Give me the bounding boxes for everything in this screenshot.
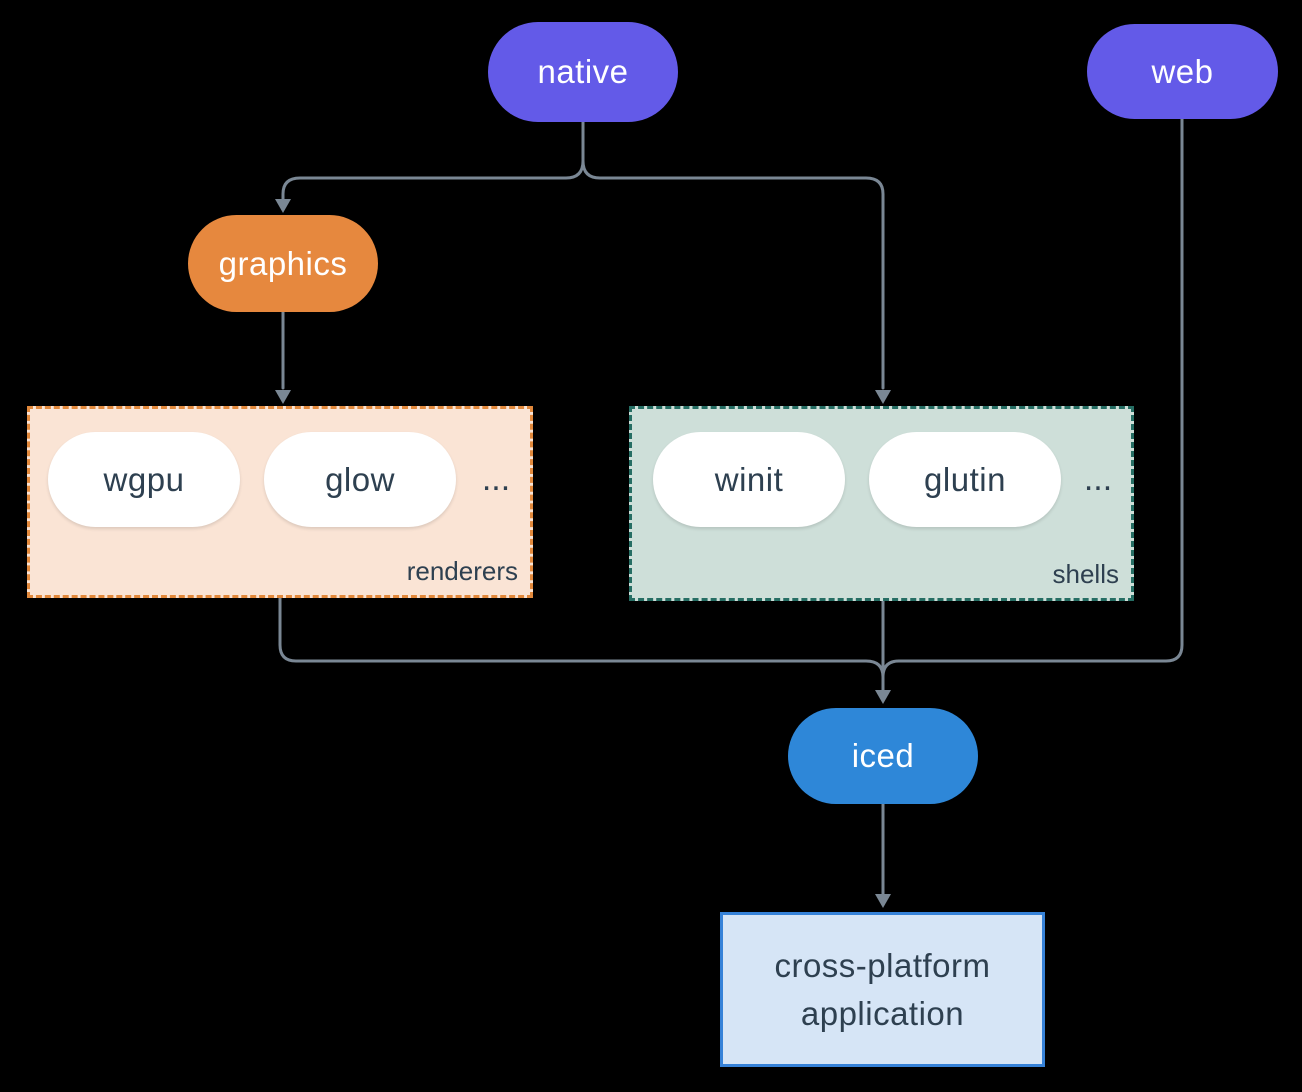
node-winit: winit [653, 432, 845, 527]
node-graphics-label: graphics [218, 244, 348, 282]
edge-native-to-graphics [281, 159, 585, 201]
arrowhead-to-renderers [275, 390, 291, 404]
edge-native-to-shells [581, 159, 885, 390]
node-wgpu: wgpu [48, 432, 240, 527]
node-web-label: web [1151, 52, 1214, 90]
renderers-ellipsis: ... [481, 460, 511, 498]
edge-renderers-to-iced [278, 596, 885, 679]
app-label-line1: cross-platform [774, 946, 991, 984]
node-graphics: graphics [188, 215, 378, 312]
node-native: native [488, 22, 678, 122]
edge-web-to-iced [881, 117, 1184, 679]
node-glutin-label: glutin [924, 460, 1006, 498]
shells-group-label: shells [1052, 559, 1119, 589]
group-renderers: wgpu glow ... renderers [27, 406, 533, 598]
node-iced: iced [788, 708, 978, 804]
app-label-line2: application [800, 994, 965, 1032]
node-cross-platform-application: cross-platform application [720, 912, 1045, 1067]
renderers-group-label: renderers [406, 556, 518, 586]
node-iced-label: iced [851, 737, 915, 774]
node-native-label: native [537, 53, 629, 90]
arrowhead-to-iced [875, 690, 891, 704]
node-web: web [1087, 24, 1278, 119]
node-glutin: glutin [869, 432, 1061, 527]
group-shells: winit glutin ... shells [629, 406, 1134, 601]
shells-ellipsis: ... [1083, 460, 1113, 498]
node-glow-label: glow [325, 460, 395, 498]
node-glow: glow [264, 432, 456, 527]
node-winit-label: winit [714, 460, 784, 498]
arrowhead-to-shells [875, 390, 891, 404]
arrowhead-to-graphics [275, 199, 291, 213]
node-wgpu-label: wgpu [103, 460, 185, 498]
arrowhead-to-app [875, 894, 891, 908]
